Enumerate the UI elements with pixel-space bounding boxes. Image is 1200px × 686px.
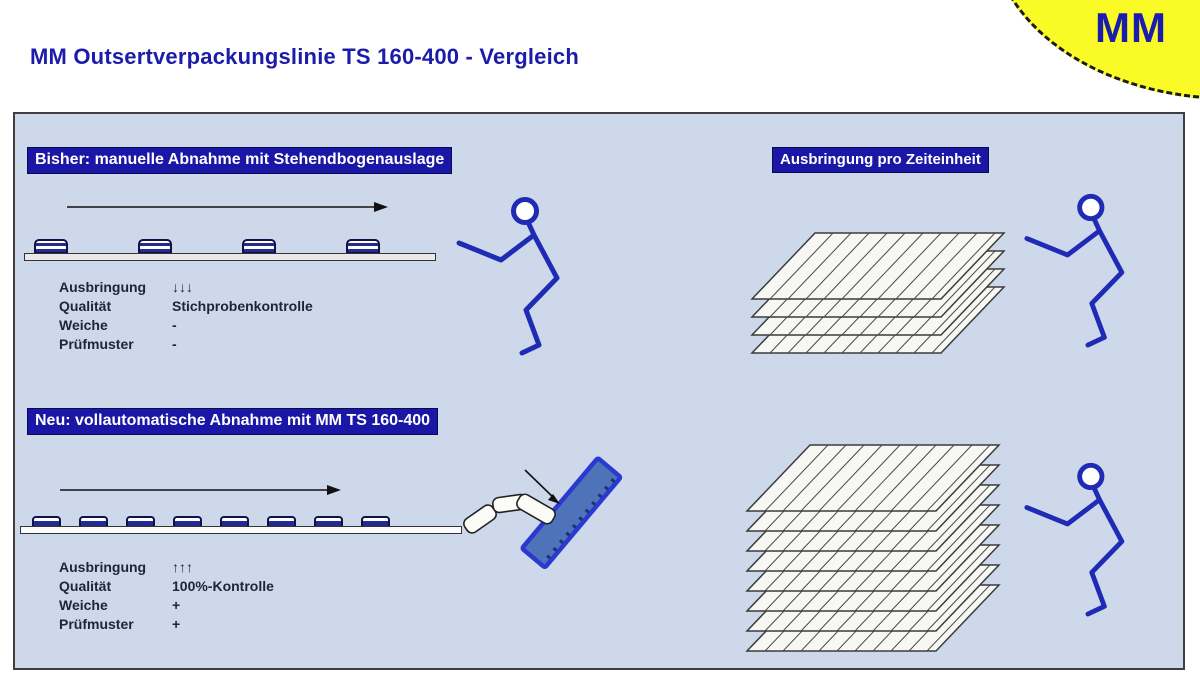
spec-value: + xyxy=(172,616,181,632)
spec-row: Ausbringung ↓↓↓ xyxy=(59,278,313,297)
spec-row: Ausbringung ↑↑↑ xyxy=(59,558,274,577)
ramp xyxy=(520,456,623,570)
spec-row: Qualität 100%-Kontrolle xyxy=(59,577,274,596)
worker-icon xyxy=(454,188,584,363)
conveyor-item xyxy=(346,239,380,254)
spec-label: Prüfmuster xyxy=(59,616,134,632)
arm-segments xyxy=(463,493,556,534)
specs-after: Ausbringung ↑↑↑ Qualität 100%-Kontrolle … xyxy=(59,558,274,634)
spec-label: Ausbringung xyxy=(59,279,147,295)
spec-row: Prüfmuster + xyxy=(59,615,274,634)
header-after: Neu: vollautomatische Abnahme mit MM TS … xyxy=(27,408,439,435)
header-before: Bisher: manuelle Abnahme mit Stehendboge… xyxy=(27,147,453,174)
conveyor-item xyxy=(34,239,68,254)
spec-label: Prüfmuster xyxy=(59,336,134,352)
flow-arrow-after xyxy=(60,485,341,495)
robot-takeoff-unit xyxy=(463,456,623,570)
specs-before: Ausbringung ↓↓↓ Qualität Stichprobenkont… xyxy=(59,278,313,354)
spec-value: + xyxy=(172,597,181,613)
page-title: MM Outsertverpackungslinie TS 160-400 - … xyxy=(30,44,579,69)
spec-value: 100%-Kontrolle xyxy=(172,578,274,594)
spec-label: Weiche xyxy=(59,317,108,333)
conveyor-belt-after xyxy=(20,526,462,534)
comparison-panel: Bisher: manuelle Abnahme mit Stehendboge… xyxy=(13,112,1185,670)
spec-value: ↓↓↓ xyxy=(172,279,193,295)
worker-icon xyxy=(1022,185,1148,355)
spec-row: Qualität Stichprobenkontrolle xyxy=(59,297,313,316)
sheet-stack-before xyxy=(750,232,1006,354)
spec-value: - xyxy=(172,317,177,333)
spec-label: Qualität xyxy=(59,578,112,594)
conveyor-item xyxy=(242,239,276,254)
drop-arrow xyxy=(524,469,560,504)
spec-row: Prüfmuster - xyxy=(59,335,313,354)
flow-arrow-before xyxy=(67,202,388,212)
header-output: Ausbringung pro Zeiteinheit xyxy=(772,147,989,173)
spec-row: Weiche - xyxy=(59,316,313,335)
conveyor-belt-before xyxy=(24,253,436,261)
worker-icon xyxy=(1022,454,1148,624)
sheet-stack-after xyxy=(745,444,1001,652)
spec-label: Weiche xyxy=(59,597,108,613)
conveyor-items-after xyxy=(32,516,452,530)
logo-mm: MM xyxy=(1095,4,1167,51)
spec-value: - xyxy=(172,336,177,352)
spec-label: Ausbringung xyxy=(59,559,147,575)
conveyor-item xyxy=(138,239,172,254)
spec-label: Qualität xyxy=(59,298,112,314)
spec-value: Stichprobenkontrolle xyxy=(172,298,313,314)
spec-value: ↑↑↑ xyxy=(172,559,193,575)
spec-row: Weiche + xyxy=(59,596,274,615)
